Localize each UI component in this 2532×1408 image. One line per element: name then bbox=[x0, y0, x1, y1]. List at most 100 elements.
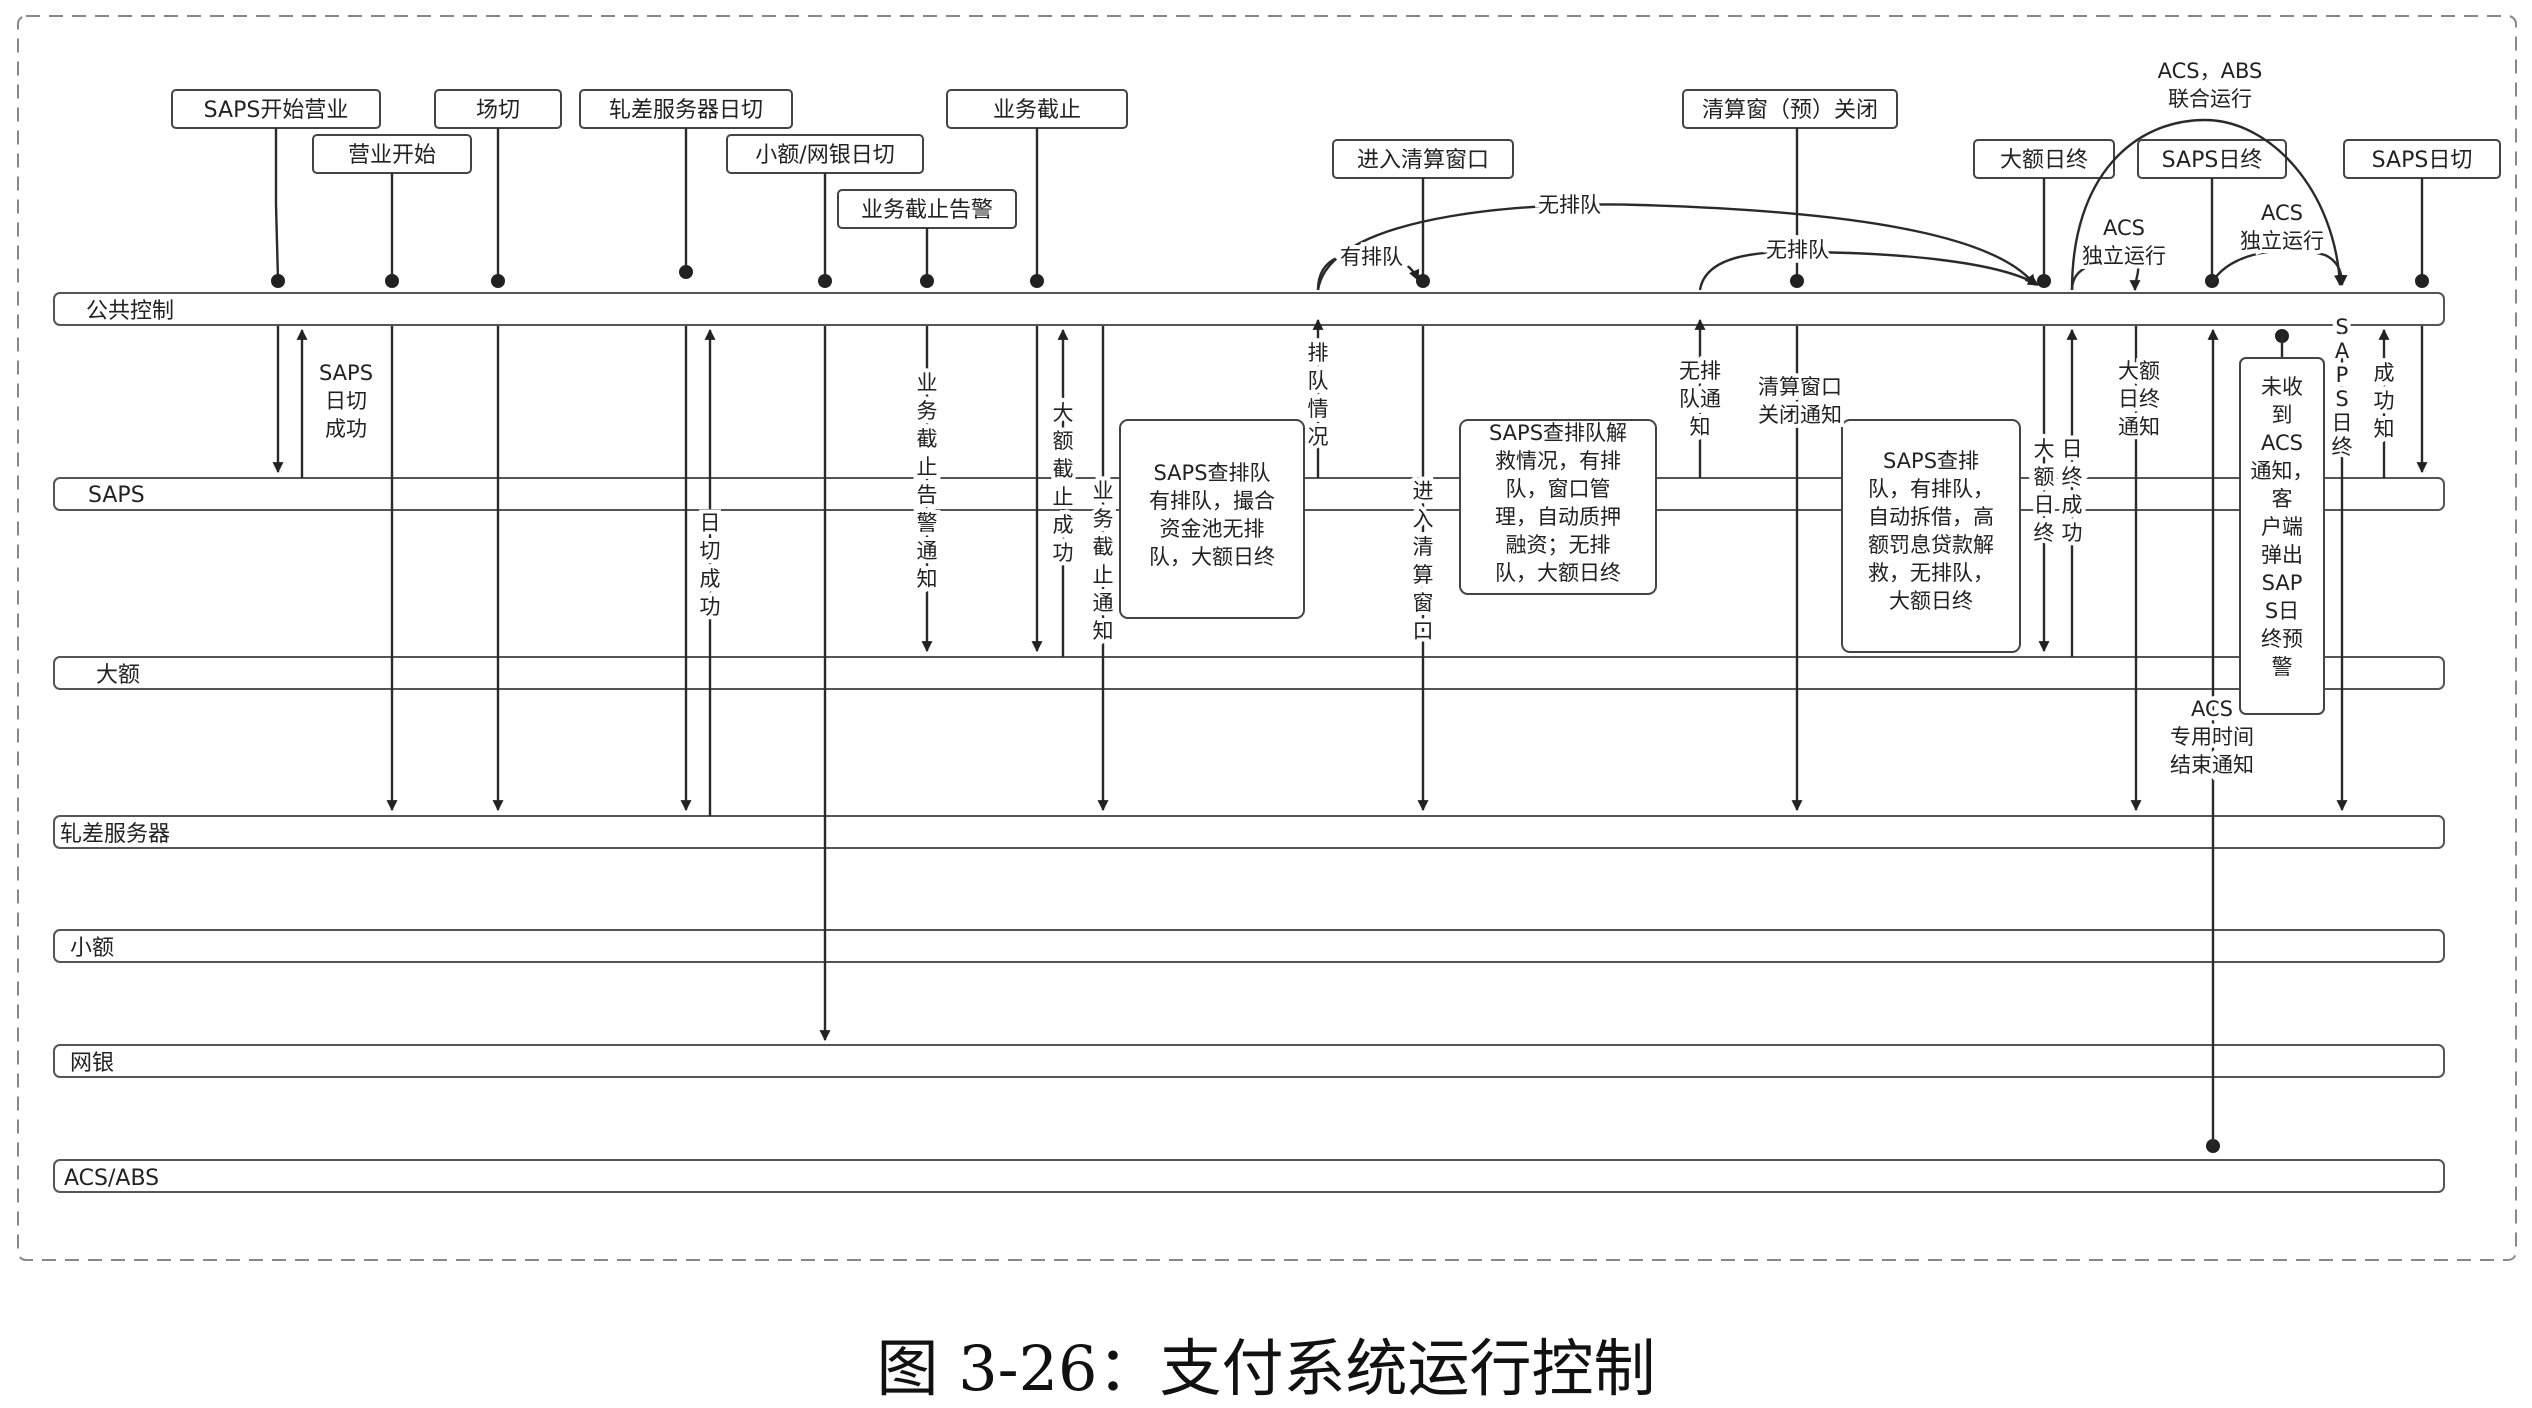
label-char: 终 bbox=[2034, 521, 2055, 545]
svg-text:户端: 户端 bbox=[2261, 515, 2303, 539]
lane-large: 大额 bbox=[53, 656, 2445, 690]
label-char: S bbox=[2335, 315, 2348, 339]
event-enter-window: 进入清算窗口 bbox=[1332, 139, 1514, 179]
queue-curve-labels: 有排队 无排队 无排队 bbox=[1336, 189, 1833, 273]
label-char: 业 bbox=[1093, 479, 1114, 503]
label-char: 额 bbox=[1053, 429, 1074, 453]
label-char: 情 bbox=[1308, 397, 1329, 421]
label-char: 队 bbox=[1308, 369, 1329, 393]
label-char: 成 bbox=[2374, 361, 2395, 385]
lane-label: 大额 bbox=[96, 663, 140, 688]
label-char: 终 bbox=[2332, 435, 2353, 459]
label-char: 大 bbox=[2034, 437, 2055, 461]
event-stems bbox=[274, 128, 2424, 281]
label-char: 成 bbox=[1053, 513, 1074, 537]
label-char: 成 bbox=[700, 567, 721, 591]
svg-text:ACS: ACS bbox=[2261, 431, 2303, 455]
stem-dots bbox=[271, 265, 2429, 1153]
label-char: 知 bbox=[917, 567, 938, 591]
svg-text:日切: 日切 bbox=[325, 389, 367, 413]
svg-text:队，有排队，: 队，有排队， bbox=[1868, 477, 1994, 501]
svg-text:独立运行: 独立运行 bbox=[2240, 229, 2324, 253]
lane-acs: ACS/ABS bbox=[53, 1159, 2445, 1193]
svg-text:通知，: 通知， bbox=[2251, 459, 2314, 483]
svg-text:业务截止: 业务截止 bbox=[993, 98, 1081, 123]
svg-text:无排队: 无排队 bbox=[1538, 193, 1601, 217]
label-saps-eod: SAPS日终 bbox=[2328, 311, 2357, 463]
svg-text:警: 警 bbox=[2272, 655, 2293, 679]
label-large-eod: 大额日终 bbox=[2030, 433, 2059, 549]
svg-text:队，大额日终: 队，大额日终 bbox=[1495, 561, 1621, 585]
label-char: S bbox=[2335, 387, 2348, 411]
label-char: 进 bbox=[1413, 479, 1434, 503]
svg-text:队，窗口管: 队，窗口管 bbox=[1506, 477, 1611, 501]
svg-text:救情况，有排: 救情况，有排 bbox=[1495, 449, 1621, 473]
label-char: 日 bbox=[700, 511, 721, 535]
lane-label: 网银 bbox=[70, 1051, 114, 1076]
label-char: 功 bbox=[1053, 541, 1074, 565]
label-char: P bbox=[2336, 363, 2349, 387]
svg-text:知: 知 bbox=[1690, 415, 1711, 439]
svg-text:有排队，撮合: 有排队，撮合 bbox=[1149, 489, 1275, 513]
svg-text:S日: S日 bbox=[2265, 599, 2299, 623]
svg-text:融资；无排: 融资；无排 bbox=[1506, 533, 1611, 557]
svg-text:额罚息贷款解: 额罚息贷款解 bbox=[1868, 533, 1994, 557]
svg-text:营业开始: 营业开始 bbox=[348, 143, 436, 168]
label-char: 功 bbox=[700, 595, 721, 619]
svg-text:日终: 日终 bbox=[2118, 387, 2160, 411]
svg-text:无排队: 无排队 bbox=[1766, 238, 1829, 262]
svg-text:SAPS日切: SAPS日切 bbox=[2372, 148, 2473, 173]
svg-text:业务截止告警: 业务截止告警 bbox=[861, 198, 993, 223]
lane-public: 公共控制 bbox=[53, 292, 2445, 326]
acs-solo-labels: ACS 独立运行 ACS 独立运行 bbox=[2078, 197, 2328, 272]
svg-text:独立运行: 独立运行 bbox=[2082, 244, 2166, 268]
svg-text:有排队: 有排队 bbox=[1340, 245, 1403, 269]
svg-text:ACS，ABS: ACS，ABS bbox=[2158, 59, 2263, 83]
event-saps-eod: SAPS日终 bbox=[2137, 139, 2287, 179]
svg-text:无排: 无排 bbox=[1679, 359, 1721, 383]
label-char: 告 bbox=[917, 483, 938, 507]
svg-text:SAPS开始营业: SAPS开始营业 bbox=[204, 98, 349, 123]
event-saps-daycut: SAPS日切 bbox=[2343, 139, 2501, 179]
label-char: 口 bbox=[1413, 619, 1434, 643]
svg-text:联合运行: 联合运行 bbox=[2168, 87, 2252, 111]
queue-curves bbox=[1316, 118, 2348, 292]
label-char: 算 bbox=[1413, 563, 1434, 587]
label-saps-daycut-ok: SAPS 日切 成功 bbox=[319, 361, 373, 441]
label-acs-end-notice: ACS 专用时间 结束通知 bbox=[2166, 693, 2258, 781]
svg-text:ACS: ACS bbox=[2261, 201, 2303, 225]
process-box-2: SAPS查排队解 救情况，有排 队，窗口管 理，自动质押 融资；无排 队，大额日… bbox=[1459, 419, 1657, 595]
svg-text:进入清算窗口: 进入清算窗口 bbox=[1357, 148, 1489, 173]
label-char: 日 bbox=[2332, 411, 2353, 435]
lane-netting: 轧差服务器 bbox=[53, 815, 2445, 849]
label-char: 止 bbox=[1053, 485, 1074, 509]
svg-text:关闭通知: 关闭通知 bbox=[1758, 403, 1842, 427]
event-netting-daycut: 轧差服务器日切 bbox=[579, 89, 793, 129]
label-ok-notice: 成功知 bbox=[2370, 357, 2399, 445]
svg-text:SAPS日终: SAPS日终 bbox=[2162, 148, 2263, 173]
event-biz-cutoff-alert: 业务截止告警 bbox=[837, 189, 1017, 229]
label-char: 功 bbox=[2062, 521, 2083, 545]
lane-netbank: 网银 bbox=[53, 1044, 2445, 1078]
svg-text:到: 到 bbox=[2272, 403, 2293, 427]
label-char: 成 bbox=[2062, 493, 2083, 517]
label-char: 知 bbox=[1093, 619, 1114, 643]
svg-text:SAPS查排队解: SAPS查排队解 bbox=[1489, 421, 1627, 445]
label-char: A bbox=[2335, 339, 2350, 363]
svg-text:轧差服务器日切: 轧差服务器日切 bbox=[609, 98, 763, 123]
svg-text:结束通知: 结束通知 bbox=[2170, 753, 2254, 777]
label-char: 通 bbox=[917, 539, 938, 563]
process-box-4: 未收 到 ACS 通知， 客 户端 弹出 SAP S日 终预 警 bbox=[2239, 357, 2325, 715]
label-char: 警 bbox=[917, 511, 938, 535]
event-biz-cutoff: 业务截止 bbox=[946, 89, 1128, 129]
svg-text:大额日终: 大额日终 bbox=[1889, 589, 1973, 613]
label-char: 大 bbox=[1053, 401, 1074, 425]
lane-label: SAPS bbox=[88, 483, 145, 508]
process-box-1: SAPS查排队 有排队，撮合 资金池无排 队，大额日终 bbox=[1119, 419, 1305, 619]
